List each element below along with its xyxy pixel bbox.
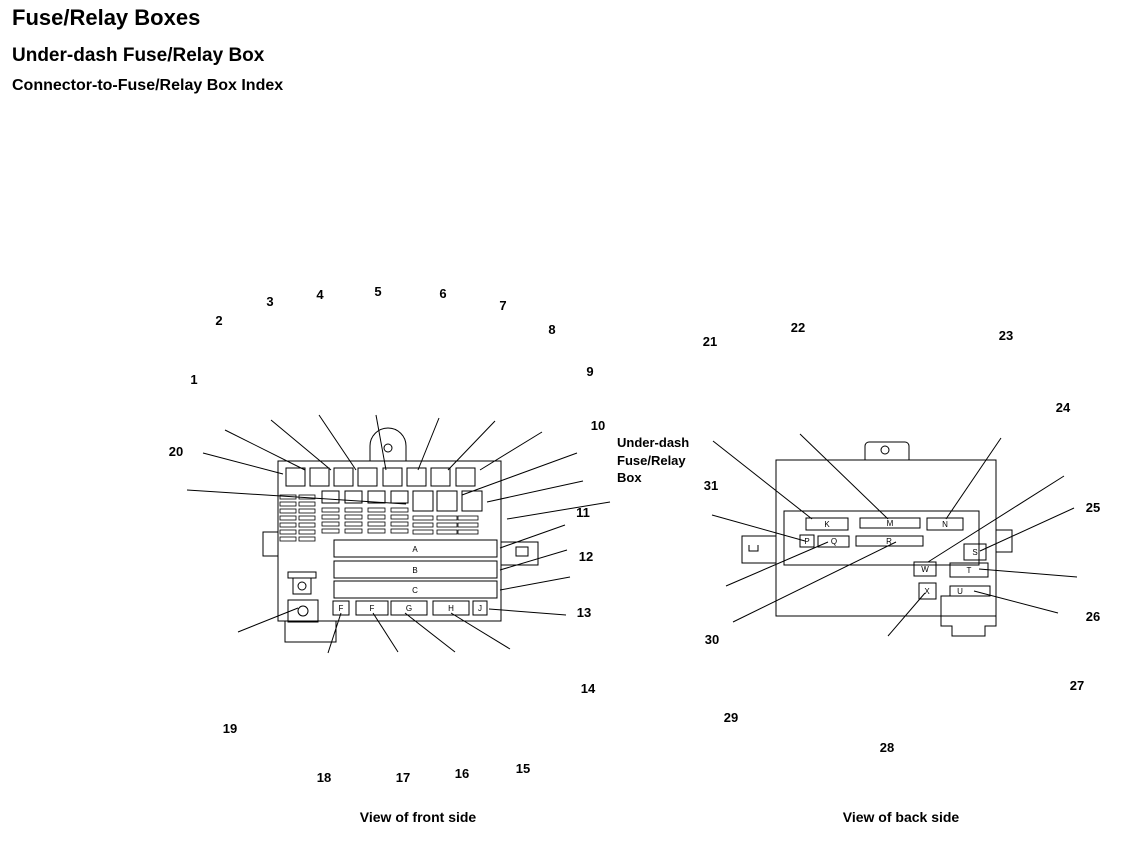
connector-h [432, 600, 470, 616]
connector-k [805, 517, 849, 531]
connector-m [859, 517, 921, 529]
connector-label-g: G [406, 604, 412, 613]
callout-18: 18 [317, 770, 331, 785]
callout-11: 11 [576, 505, 590, 520]
front-top-relays [285, 467, 483, 512]
callout-30: 30 [705, 632, 719, 647]
callout-6: 6 [439, 286, 446, 301]
connector-label-t: T [967, 566, 972, 575]
callout-31: 31 [704, 478, 718, 493]
front-connector-labels: A B C F F G H J [339, 545, 482, 613]
section-title: Connector-to-Fuse/Relay Box Index [12, 77, 284, 94]
callout-17: 17 [396, 770, 410, 785]
callout-22: 22 [791, 320, 805, 335]
connector-label-a: A [412, 545, 418, 554]
front-box [262, 427, 539, 643]
connector-q [817, 535, 850, 548]
connector-label-h: H [448, 604, 454, 613]
callout-3: 3 [266, 294, 273, 309]
connector-label-p: P [804, 537, 809, 546]
connector-p [799, 534, 815, 548]
front-leader-lines [186, 414, 611, 654]
callout-numbers: 1 2 3 4 5 6 7 8 9 10 11 12 13 14 15 16 1… [169, 284, 1100, 785]
connector-label-k: K [824, 520, 830, 529]
callout-19: 19 [223, 721, 237, 736]
callout-8: 8 [548, 322, 555, 337]
connector-r [855, 535, 924, 547]
callout-28: 28 [880, 740, 894, 755]
connector-label-m: M [887, 519, 894, 528]
box-label-line-3: Box [617, 470, 642, 485]
front-fuse-grid [279, 494, 479, 542]
caption-front-view: View of front side [360, 809, 477, 825]
connector-n [926, 517, 964, 531]
callout-4: 4 [316, 287, 324, 302]
connector-label-w: W [921, 565, 929, 574]
caption-back-view: View of back side [843, 809, 960, 825]
callout-25: 25 [1086, 500, 1100, 515]
connector-f2 [355, 600, 389, 616]
connector-label-r: R [886, 537, 892, 546]
callout-7: 7 [499, 298, 506, 313]
callout-5: 5 [374, 284, 381, 299]
connector-w [913, 561, 937, 577]
callout-26: 26 [1086, 609, 1100, 624]
connector-u [949, 585, 991, 597]
connector-g [390, 600, 428, 616]
box-label-line-2: Fuse/Relay [617, 453, 686, 468]
connector-a [333, 539, 498, 558]
callout-16: 16 [455, 766, 469, 781]
connector-label-b: B [412, 566, 417, 575]
connector-label-c: C [412, 586, 418, 595]
back-leader-lines [711, 433, 1078, 637]
connector-label-f2: F [370, 604, 375, 613]
connector-s [963, 543, 987, 561]
box-label-line-1: Under-dash [617, 435, 689, 450]
connector-label-x: X [924, 587, 930, 596]
connector-label-n: N [942, 520, 948, 529]
connector-b [333, 560, 498, 579]
back-box [741, 441, 1013, 637]
callout-12: 12 [579, 549, 593, 564]
connector-j [472, 600, 488, 616]
callout-23: 23 [999, 328, 1013, 343]
callout-29: 29 [724, 710, 738, 725]
callout-9: 9 [586, 364, 593, 379]
connector-c [333, 580, 498, 599]
callout-14: 14 [581, 681, 596, 696]
connector-f1 [332, 600, 350, 616]
connector-label-q: Q [831, 537, 837, 546]
connector-label-s: S [972, 548, 977, 557]
box-label: Under-dash Fuse/Relay Box [617, 435, 689, 485]
connector-label-j: J [478, 604, 482, 613]
connector-label-f1: F [339, 604, 344, 613]
callout-1: 1 [190, 372, 197, 387]
callout-10: 10 [591, 418, 605, 433]
connector-label-u: U [957, 587, 963, 596]
page-subtitle: Under-dash Fuse/Relay Box [12, 45, 265, 66]
back-connector-labels: K M N P Q R S T W X U [804, 519, 977, 596]
callout-13: 13 [577, 605, 591, 620]
callout-20: 20 [169, 444, 183, 459]
page-title: Fuse/Relay Boxes [12, 5, 201, 30]
callout-27: 27 [1070, 678, 1084, 693]
callout-24: 24 [1056, 400, 1071, 415]
connector-x [918, 582, 937, 600]
callout-2: 2 [215, 313, 222, 328]
callout-21: 21 [703, 334, 717, 349]
callout-15: 15 [516, 761, 530, 776]
